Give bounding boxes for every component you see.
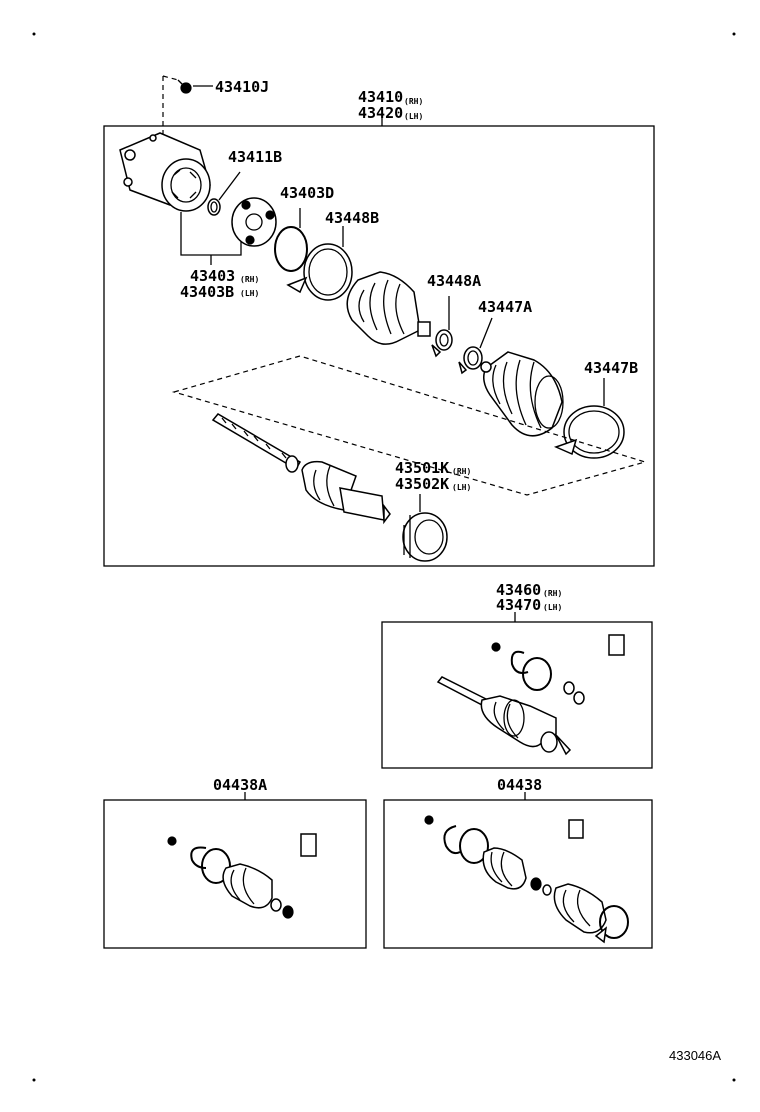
leader-43411B [218,171,241,201]
label-43502K: 43502K [395,475,449,493]
label-43460-sup: (RH) [543,589,562,598]
label-43447A: 43447A [478,298,532,316]
label-43470-sup: (LH) [543,603,562,612]
clamp-43448A [431,329,453,358]
snap-ring-43411B [207,198,221,216]
label-43403: 43403 [190,267,235,285]
tripod-joint [231,197,277,247]
label-43470: 43470 [496,596,541,614]
corner-marks [32,32,736,1082]
label-43420-sup: (LH) [404,112,423,121]
label-43501K: 43501K [395,459,449,477]
kit-box-04438 [383,799,653,949]
kit-box-04438A [103,799,367,949]
nut-43410J [177,79,192,94]
leader-43410J [162,75,179,140]
kit-04438A-contents [167,833,317,919]
cv-outer-housing [119,132,211,212]
label-43403D: 43403D [280,184,334,202]
figure-id: 433046A [669,1048,721,1063]
label-43403B-sup: (LH) [240,289,259,298]
outer-boot [480,351,564,437]
clamp-band-43448B [286,243,353,301]
label-43502K-sup: (LH) [452,483,471,492]
label-43410-sup: (RH) [404,97,423,106]
kit-43460-contents [436,634,625,756]
callout-labels: 43410J 43410 (RH) 43420 (LH) 43411B 4340… [180,78,721,1063]
leader-43447A [479,317,493,349]
clamp-band-43447B [553,405,625,459]
label-43410: 43410 [358,88,403,106]
kit-box-43460 [381,621,653,769]
main-assembly-box [103,125,655,567]
label-43403B: 43403B [180,283,234,301]
inner-boot [346,271,431,345]
label-43403-sup: (RH) [240,275,259,284]
label-43411B: 43411B [228,148,282,166]
label-04438: 04438 [497,776,542,794]
label-43448A: 43448A [427,272,481,290]
kit-04438-contents [424,815,629,944]
label-04438A: 04438A [213,776,267,794]
label-43501K-sup: (RH) [452,467,471,476]
label-43410J: 43410J [215,78,269,96]
label-43420: 43420 [358,104,403,122]
drive-shaft [211,413,391,525]
label-43448B: 43448B [325,209,379,227]
label-43447B: 43447B [584,359,638,377]
clamp-43447A [458,346,483,375]
label-43460: 43460 [496,581,541,599]
ring-43403D [274,226,308,272]
dust-seal-43501K [402,512,448,562]
